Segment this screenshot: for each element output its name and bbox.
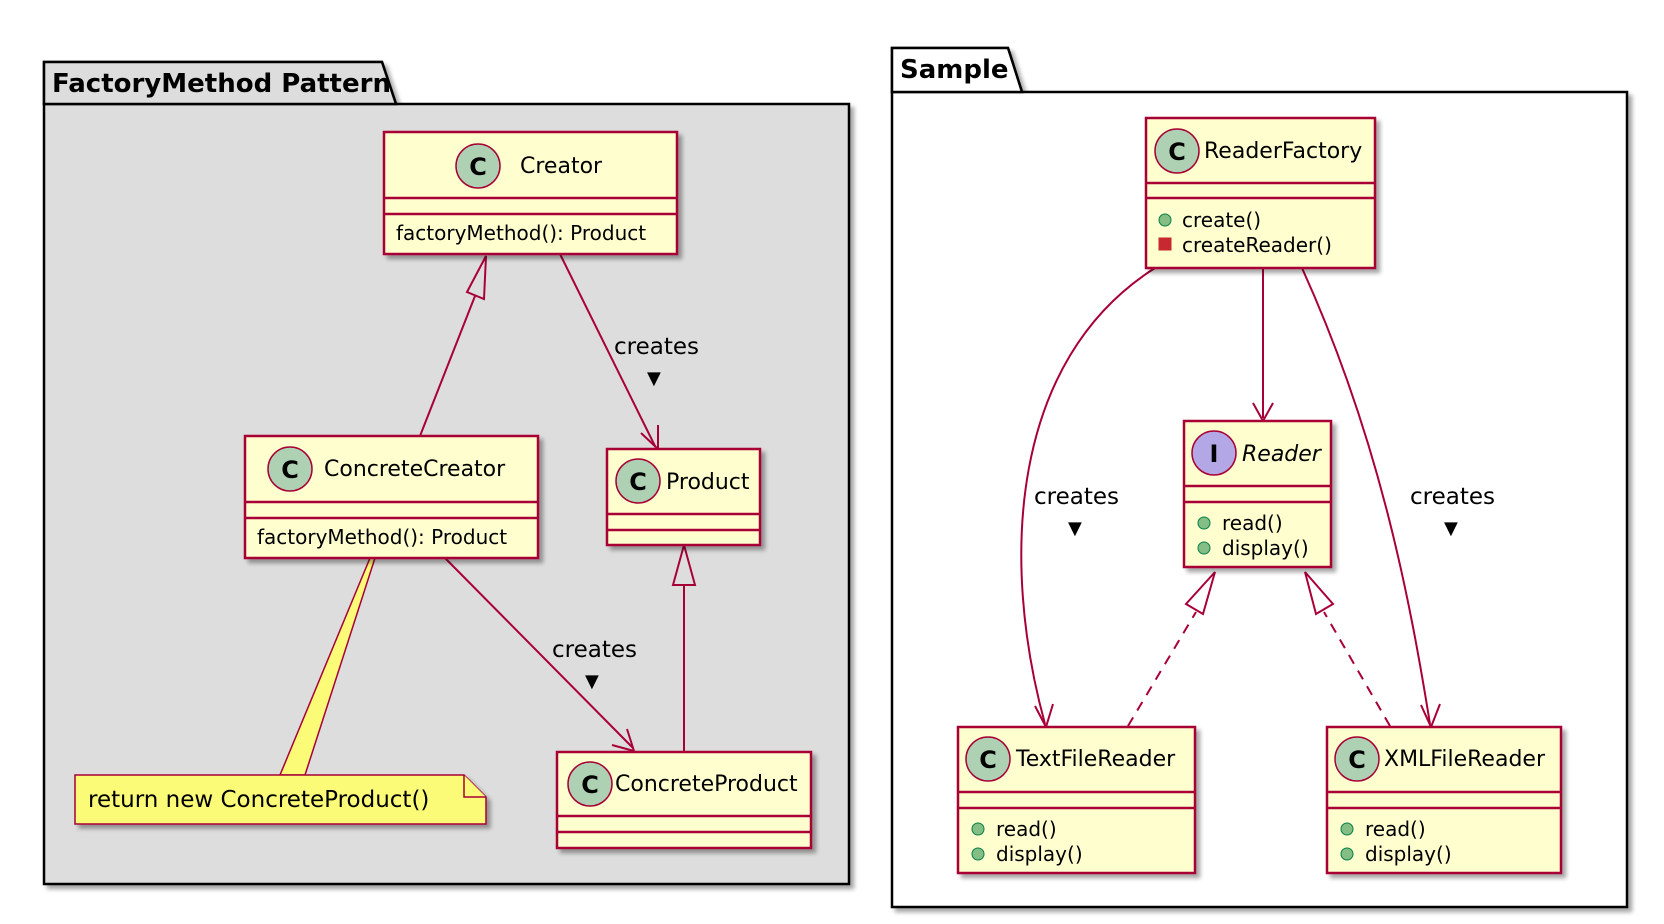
direction-arrow-icon: ▼ (1068, 518, 1082, 539)
svg-text:C: C (581, 771, 599, 799)
class-member: read() (1222, 511, 1283, 535)
svg-text:C: C (629, 468, 647, 496)
public-member-icon (971, 847, 985, 861)
class-xml-file-reader[interactable]: C XMLFileReader read() display() (1325, 725, 1563, 875)
class-member: factoryMethod(): Product (257, 525, 507, 549)
generalization-arrowhead (465, 255, 487, 301)
public-member-icon (1158, 213, 1172, 227)
class-name: Creator (520, 154, 603, 179)
edge-generalization (419, 295, 476, 437)
class-stereotype-icon (1334, 736, 1380, 782)
edge-label-creates: creates (1410, 484, 1495, 510)
private-member-icon (1158, 237, 1172, 251)
package-title: FactoryMethod Pattern (52, 69, 391, 99)
class-name: TextFileReader (1015, 747, 1176, 772)
class-member: display() (1222, 536, 1309, 560)
svg-text:C: C (281, 456, 299, 484)
edges-right (1020, 267, 1441, 730)
class-text-file-reader[interactable]: C TextFileReader read() display() (956, 725, 1197, 875)
class-stereotype-icon (455, 143, 501, 189)
edge-creates (444, 557, 634, 749)
direction-arrow-icon: ▼ (585, 671, 599, 692)
svg-text:C: C (469, 153, 487, 181)
edge-label-creates: creates (614, 334, 699, 360)
class-name: XMLFileReader (1384, 747, 1546, 772)
class-stereotype-icon (567, 761, 613, 807)
class-member: factoryMethod(): Product (396, 221, 646, 245)
public-member-icon (1197, 541, 1211, 555)
class-creator[interactable]: C Creator factoryMethod(): Product (382, 130, 679, 256)
note: return new ConcreteProduct() (74, 774, 487, 825)
class-stereotype-icon (267, 446, 313, 492)
class-name: Reader (1242, 442, 1323, 467)
class-member: display() (996, 842, 1083, 866)
edge-realization (1127, 611, 1197, 727)
class-name: ReaderFactory (1204, 139, 1362, 164)
class-stereotype-icon (965, 736, 1011, 782)
public-member-icon (971, 822, 985, 836)
realization-arrowhead (1184, 571, 1216, 616)
generalization-arrowhead (671, 541, 697, 586)
class-product[interactable]: C Product (605, 447, 762, 547)
class-member: createReader() (1182, 233, 1332, 257)
edge-label-creates: creates (552, 637, 637, 663)
class-member: display() (1365, 842, 1452, 866)
svg-text:C: C (979, 746, 997, 774)
class-name: ConcreteCreator (324, 457, 506, 482)
edge-creates (1301, 267, 1431, 725)
class-stereotype-icon (1154, 128, 1200, 174)
class-stereotype-icon (615, 458, 661, 504)
class-concrete-creator[interactable]: C ConcreteCreator factoryMethod(): Produ… (243, 434, 540, 560)
package-title: Sample (900, 55, 1009, 85)
svg-text:I: I (1210, 440, 1219, 468)
svg-text:C: C (1348, 746, 1366, 774)
edge-label-creates: creates (1034, 484, 1119, 510)
class-name: Product (666, 470, 750, 495)
class-reader-factory[interactable]: C ReaderFactory create() createReader() (1144, 116, 1377, 270)
public-member-icon (1340, 847, 1354, 861)
class-name: ConcreteProduct (615, 772, 798, 797)
class-member: create() (1182, 208, 1261, 232)
edge-realization (1323, 611, 1391, 727)
interface-stereotype-icon (1191, 430, 1237, 476)
note-text: return new ConcreteProduct() (88, 787, 429, 813)
class-member: read() (996, 817, 1057, 841)
direction-arrow-icon: ▼ (647, 368, 661, 389)
direction-arrow-icon: ▼ (1444, 518, 1458, 539)
edge-creates (559, 253, 656, 447)
public-member-icon (1197, 516, 1211, 530)
interface-reader[interactable]: I Reader read() display() (1182, 419, 1333, 569)
class-member: read() (1365, 817, 1426, 841)
realization-arrowhead (1304, 571, 1335, 616)
public-member-icon (1340, 822, 1354, 836)
svg-text:C: C (1168, 138, 1186, 166)
edge-creates (1020, 267, 1156, 725)
class-concrete-product[interactable]: C ConcreteProduct (555, 750, 813, 850)
